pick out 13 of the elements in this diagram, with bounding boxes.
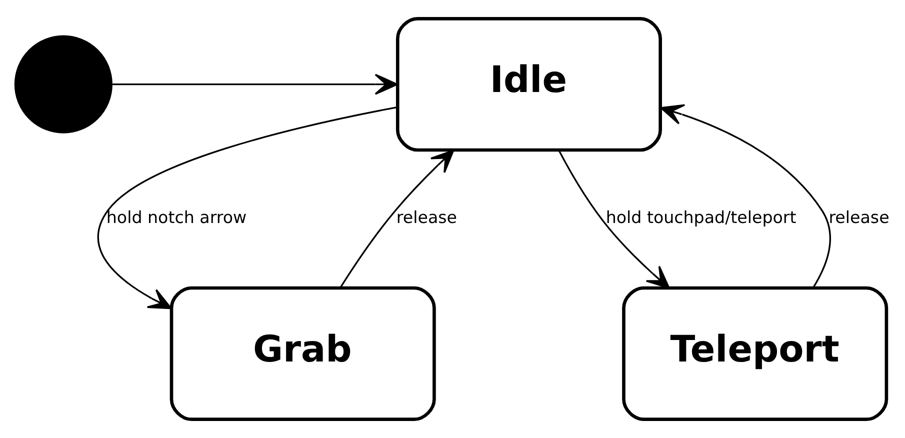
node-box: Teleport: [622, 286, 888, 422]
node-box: Grab: [170, 286, 436, 422]
arrow: [558, 150, 670, 289]
edge-label: release: [396, 208, 458, 228]
arrow: [340, 150, 454, 288]
edge-label: hold touchpad/teleport: [606, 208, 796, 228]
arrow: [112, 74, 398, 95]
node-box: Idle: [396, 16, 662, 152]
node-circle: [14, 35, 112, 134]
arrow: [97, 106, 398, 310]
arrow: [660, 104, 831, 288]
edge-label: release: [828, 208, 890, 228]
edge-label: hold notch arrow: [106, 208, 247, 228]
